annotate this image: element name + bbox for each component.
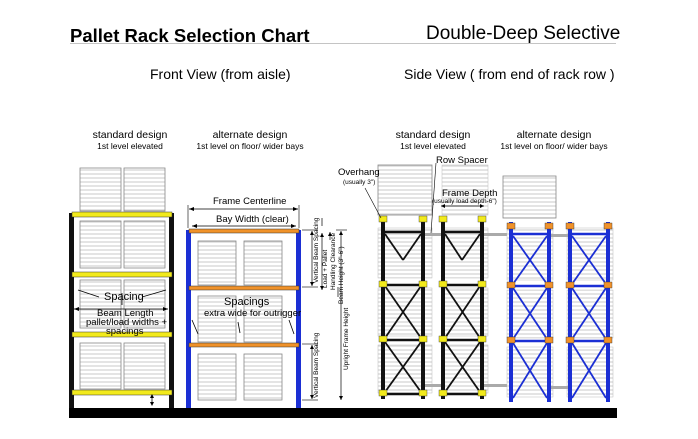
upright [69, 213, 74, 408]
beam-length-label: spacings [106, 326, 144, 337]
upright-frame [378, 215, 428, 399]
caption-front-standard: standard design 1st level elevated [80, 129, 180, 151]
caption-front-alternate: alternate design 1st level on floor/ wid… [190, 129, 310, 151]
overhang-label: Overhang [338, 167, 380, 178]
floor [69, 408, 617, 418]
frame-depth-sub-label: (usually load depth-6") [432, 198, 497, 205]
spacing-label: Spacing [104, 291, 144, 303]
spacing-arrow [141, 289, 167, 298]
caption-side-alternate: alternate design 1st level on floor/ wid… [494, 129, 614, 151]
pallet-load [79, 167, 166, 212]
caption-title: standard design [395, 129, 471, 141]
caption-sub: 1st level on floor/ wider bays [500, 141, 608, 151]
beam [71, 389, 173, 396]
beam [188, 342, 300, 348]
upright [186, 230, 191, 408]
caption-sub: 1st level elevated [97, 141, 163, 151]
row-spacer [425, 233, 441, 236]
front-standard-rack [69, 167, 174, 408]
caption-title: alternate design [516, 129, 592, 141]
spacings-label: Spacings [224, 296, 270, 308]
row-spacer-label: Row Spacer [436, 155, 488, 166]
caption-side-standard: standard design 1st level elevated [383, 129, 483, 151]
beam [188, 285, 300, 291]
side-standard-rack [364, 162, 508, 399]
upright-frame [506, 222, 554, 402]
spacings-sub-label: extra wide for outrigger [204, 308, 301, 319]
beam [71, 331, 173, 338]
beam-height-label: Beam Height (3"-6") [338, 246, 345, 304]
pallet-load [79, 220, 166, 269]
side-alternate-rack [502, 175, 614, 402]
row-spacer [551, 386, 568, 389]
vertical-beam-spacing-label: Vertical Beam Spacing [313, 332, 320, 398]
upright [296, 230, 301, 408]
row-spacer [425, 384, 441, 387]
upright-frame [565, 222, 613, 402]
overhang-sub-label: (usually 3") [343, 179, 375, 186]
chart-title: Pallet Rack Selection Chart [70, 25, 310, 46]
vertical-beam-spacing-label: Vertical Beam Spacing [313, 217, 320, 283]
pallet-load [197, 295, 283, 343]
front-view-heading: Front View (from aisle) [150, 66, 291, 82]
handling-clearance-label: Handling Clearance [330, 233, 337, 290]
pallet-load [377, 164, 433, 216]
pallet-load [79, 279, 166, 329]
caption-title: alternate design [212, 129, 288, 141]
upright-frame-height-label: Upright Frame Height [343, 308, 350, 370]
load-pallet-label: Load + Pallet [322, 250, 329, 288]
caption-sub: 1st level elevated [400, 141, 466, 151]
beam-length-label: pallet/load widths + [86, 317, 168, 328]
pallet-load [79, 342, 166, 390]
front-alternate-rack [186, 205, 301, 408]
upright [169, 213, 174, 408]
vertical-dimensions [302, 218, 347, 401]
pallet-load [502, 175, 557, 219]
chart-subtitle: Double-Deep Selective [426, 23, 621, 44]
caption-sub: 1st level on floor/ wider bays [196, 141, 304, 151]
spacing-arrow [77, 289, 100, 298]
row-spacer [551, 234, 568, 237]
pallet-load [441, 164, 489, 216]
upright-frame [438, 215, 487, 399]
frame-depth-label: Frame Depth [442, 188, 497, 199]
bay-width-label: Bay Width (clear) [216, 214, 289, 225]
beam [71, 211, 173, 218]
frame-centerline-label: Frame Centerline [213, 196, 286, 207]
beam-length-label: Beam Length [97, 308, 154, 319]
beam [188, 228, 300, 234]
side-view-heading: Side View ( from end of rack row ) [404, 66, 615, 82]
pallet-load [197, 353, 283, 401]
pallet-load [197, 240, 283, 286]
title-underline [70, 43, 616, 44]
beam [71, 271, 173, 278]
caption-title: standard design [92, 129, 168, 141]
